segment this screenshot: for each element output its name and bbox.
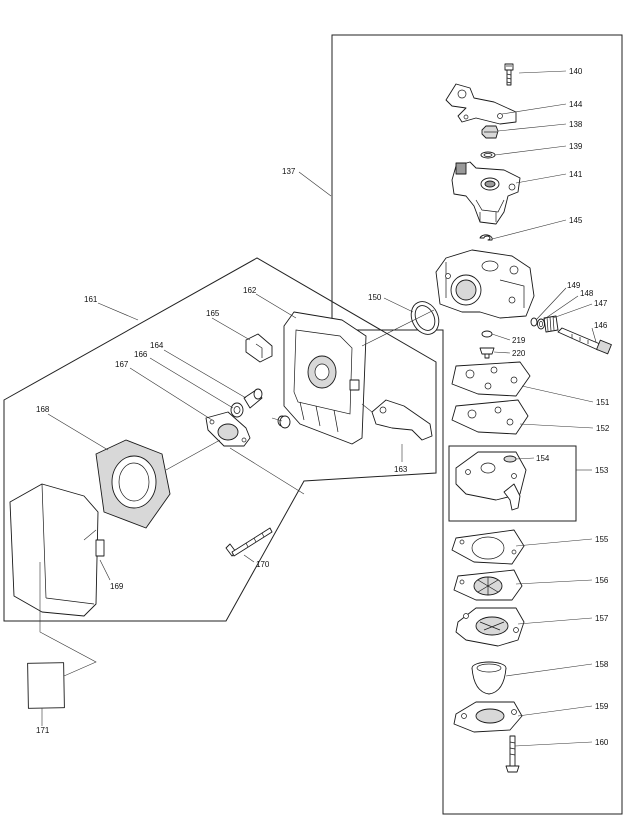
callout-152: 152	[596, 424, 610, 433]
callout-158: 158	[595, 660, 609, 669]
part-169-filter-cover	[9, 483, 105, 617]
part-165-clip	[245, 333, 273, 363]
part-171-filter-sheet	[27, 662, 65, 709]
part-144-throttle-bracket	[445, 83, 517, 125]
part-219-o-ring	[481, 330, 493, 338]
part-146-adjusting-needle	[557, 327, 612, 355]
air-filter-group-frame	[3, 257, 437, 622]
callout-166: 166	[134, 350, 148, 359]
part-151-gasket	[451, 361, 531, 397]
part-220-screw	[479, 347, 495, 359]
part-152-diaphragm	[451, 399, 529, 435]
part-155-gasket	[451, 529, 525, 565]
callout-167: 167	[115, 360, 129, 369]
part-145-e-clip	[479, 234, 493, 241]
part-148-ring	[537, 318, 545, 330]
callout-220: 220	[512, 349, 526, 358]
callout-161: 161	[84, 295, 98, 304]
callout-148: 148	[580, 289, 594, 298]
callout-153: 153	[595, 466, 609, 475]
part-160-screw	[505, 735, 520, 773]
callout-168: 168	[36, 405, 50, 414]
callout-138: 138	[569, 120, 583, 129]
fuel-pump-frame	[448, 445, 577, 522]
callout-159: 159	[595, 702, 609, 711]
part-150-gasket-ring	[410, 301, 440, 335]
leader-lines	[39, 70, 597, 747]
callout-165: 165	[206, 309, 220, 318]
callout-labels: 140 144 138 139 141 145 137 149 148 147 …	[36, 67, 610, 747]
part-164-sleeve	[243, 388, 263, 409]
callout-155: 155	[595, 535, 609, 544]
part-168-filter-element	[95, 439, 171, 529]
callout-160: 160	[595, 738, 609, 747]
callout-149: 149	[567, 281, 581, 290]
callout-169: 169	[110, 582, 124, 591]
callout-140: 140	[569, 67, 583, 76]
callout-139: 139	[569, 142, 583, 151]
callout-170: 170	[256, 560, 270, 569]
part-153-pump-body	[455, 451, 527, 511]
part-141-carburetor-upper-body	[451, 161, 521, 225]
callout-147: 147	[594, 299, 608, 308]
part-166-washer	[230, 402, 244, 418]
carburetor-main-body	[435, 249, 535, 319]
part-167-filter-plate	[205, 411, 251, 447]
callout-141: 141	[569, 170, 583, 179]
part-162-air-filter-base	[277, 311, 367, 445]
part-158-primer-bulb	[471, 661, 507, 695]
part-138-plug	[481, 125, 499, 139]
callout-137: 137	[282, 167, 296, 176]
part-149-washer	[530, 317, 538, 327]
callout-145: 145	[569, 216, 583, 225]
part-159-primer-base	[453, 701, 523, 733]
part-170-bolt	[225, 527, 273, 557]
callout-164: 164	[150, 341, 164, 350]
callout-146: 146	[594, 321, 608, 330]
part-157-diaphragm-cover	[455, 607, 525, 647]
callout-163: 163	[394, 465, 408, 474]
part-156-metering-diaphragm	[453, 569, 523, 601]
part-147-spring	[543, 315, 559, 333]
callout-162: 162	[243, 286, 257, 295]
callout-151: 151	[596, 398, 610, 407]
callout-171: 171	[36, 726, 50, 735]
part-139-o-ring	[480, 151, 496, 159]
callout-219: 219	[512, 336, 526, 345]
callout-144: 144	[569, 100, 583, 109]
part-163-choke-lever	[371, 399, 433, 441]
callout-150: 150	[368, 293, 382, 302]
callout-157: 157	[595, 614, 609, 623]
part-140-screw	[504, 63, 514, 86]
callout-154: 154	[536, 454, 550, 463]
callout-156: 156	[595, 576, 609, 585]
